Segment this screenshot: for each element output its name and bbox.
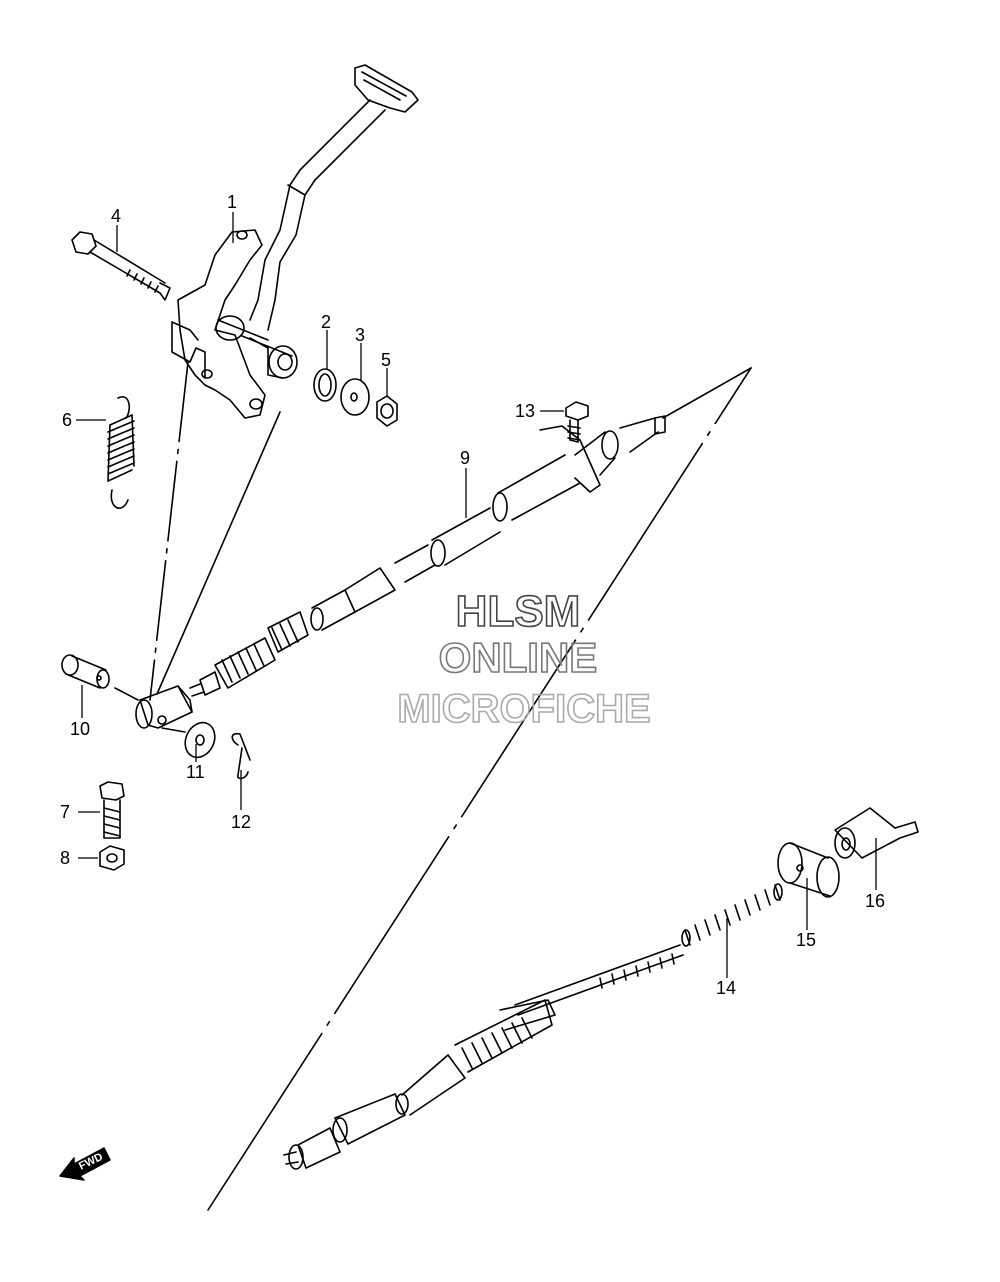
callout-16: 16 bbox=[865, 891, 885, 911]
washer-reference-line bbox=[161, 727, 186, 733]
bracket-bolt-part bbox=[565, 401, 589, 443]
assembly-reference-line bbox=[207, 367, 752, 1211]
callout-14: 14 bbox=[716, 978, 736, 998]
cable-joint-part bbox=[777, 842, 840, 898]
pedal-reference-line bbox=[149, 361, 189, 701]
cable-adjuster-fitting-part bbox=[834, 807, 919, 859]
callout-13: 13 bbox=[515, 401, 535, 421]
pin-reference-line bbox=[114, 687, 139, 701]
assembly-reference-line-top bbox=[662, 367, 752, 419]
return-spring-part bbox=[107, 396, 135, 509]
watermark-line-2: ONLINE bbox=[439, 634, 598, 681]
callout-9: 9 bbox=[460, 448, 470, 468]
brake-pedal-part bbox=[171, 64, 419, 419]
callout-6: 6 bbox=[62, 410, 72, 430]
cable-clevis-part bbox=[135, 685, 193, 729]
cable-spring-part bbox=[681, 883, 783, 947]
callout-2: 2 bbox=[321, 312, 331, 332]
brake-cable-front-part bbox=[189, 415, 666, 697]
watermark-line-1: HLSM bbox=[456, 587, 581, 636]
callout-11: 11 bbox=[186, 762, 205, 782]
hex-nut-part bbox=[99, 845, 125, 871]
callout-10: 10 bbox=[70, 719, 90, 739]
forward-arrow-icon: FWD bbox=[59, 1147, 111, 1181]
callout-7: 7 bbox=[60, 802, 70, 822]
watermark-line-3: MICROFICHE bbox=[397, 687, 650, 731]
callout-4: 4 bbox=[111, 206, 121, 226]
callout-12: 12 bbox=[231, 812, 251, 832]
clevis-washer-part bbox=[184, 721, 216, 759]
callout-1: 1 bbox=[227, 192, 237, 212]
short-bolt-part bbox=[99, 781, 125, 839]
pedal-reference-line-2 bbox=[156, 411, 281, 695]
washer-part bbox=[340, 378, 370, 416]
o-ring-part bbox=[313, 368, 337, 402]
callout-3: 3 bbox=[355, 325, 365, 345]
nut-part bbox=[376, 395, 398, 427]
callout-8: 8 bbox=[60, 848, 70, 868]
pivot-bolt-part bbox=[71, 231, 171, 301]
clevis-pin-part bbox=[61, 654, 110, 689]
brake-cable-rear-part bbox=[283, 944, 684, 1170]
callout-15: 15 bbox=[796, 930, 816, 950]
callout-5: 5 bbox=[381, 350, 391, 370]
